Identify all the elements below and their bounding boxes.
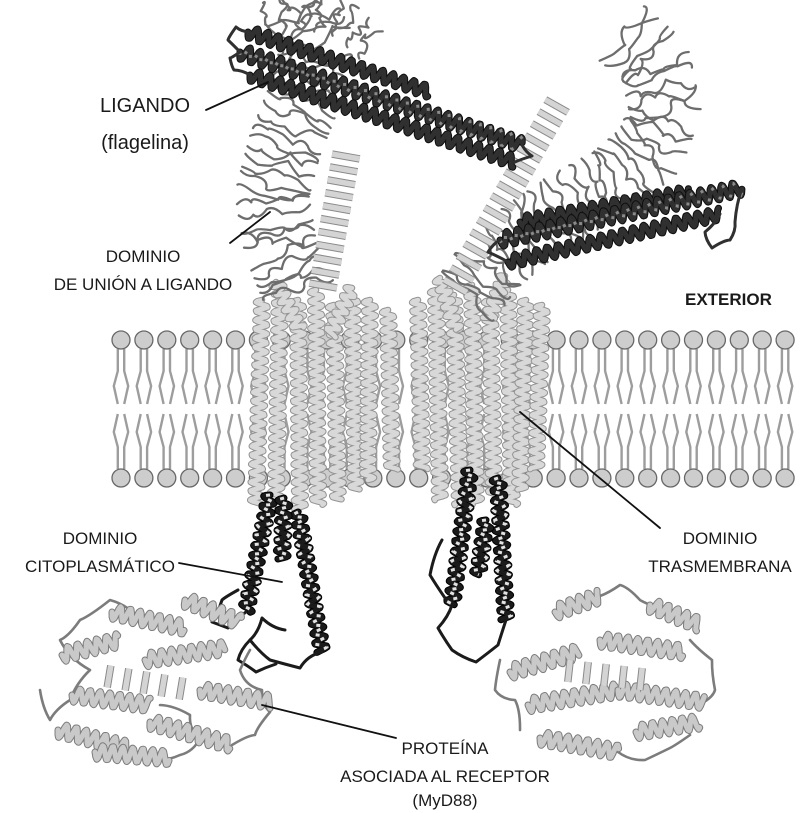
label-transmembrane-line1: DOMINIO [683,529,758,548]
lipid-head [639,469,657,487]
lipid-head [707,469,725,487]
label-ligand: LIGANDO [100,95,190,117]
lipid-head [685,469,703,487]
beta-strand [640,668,642,690]
label-cytoplasmic-line1: DOMINIO [63,529,138,548]
lipid-head [662,331,680,349]
lipid-head [227,331,245,349]
lipid-head [181,331,199,349]
lipid-head [753,331,771,349]
beta-strand [143,672,147,694]
lipid-head [410,469,428,487]
beta-strand [568,660,570,682]
helix [382,310,398,469]
label-adaptor-line1: PROTEÍNA [402,739,490,758]
label-transmembrane-line2: TRASMEMBRANA [648,557,792,576]
lipid-head [730,469,748,487]
lipid-head [158,469,176,487]
beta-strand [586,662,588,684]
lipid-head [135,469,153,487]
beta-strand [604,664,606,686]
lipid-head [181,469,199,487]
lipid-head [616,469,634,487]
lipid-head [570,469,588,487]
helix [270,292,286,500]
helix [362,300,376,480]
lipid-head [685,331,703,349]
label-adaptor-line2: ASOCIADA AL RECEPTOR [340,767,550,786]
lipid-head [639,331,657,349]
helix [310,290,324,505]
beta-strand [125,669,129,691]
lipid-head [593,331,611,349]
lipid-head [112,469,130,487]
lipid-head [776,331,794,349]
beta-strand [107,666,111,688]
beta-strand [179,678,183,700]
lipid-head [204,469,222,487]
label-binding-domain-line1: DOMINIO [106,247,181,266]
lipid-head [227,469,245,487]
label-cytoplasmic-line2: CITOPLASMÁTICO [25,557,175,576]
lipid-head [112,331,130,349]
lipid-head [158,331,176,349]
lipid-head [204,331,222,349]
lipid-head [616,331,634,349]
label-exterior: EXTERIOR [685,290,772,309]
lipid-head [707,331,725,349]
lipid-head [135,331,153,349]
label-adaptor-line3: (MyD88) [412,791,477,810]
label-ligand-name: (flagelina) [101,132,189,154]
lipid-head [730,331,748,349]
lipid-head [776,469,794,487]
lipid-head [753,469,771,487]
beta-strand [161,675,165,697]
lipid-head [547,469,565,487]
helix [412,300,428,469]
helix-ribbon [362,300,376,480]
lipid-head [662,469,680,487]
helix [276,498,289,559]
helix-ribbon [270,292,286,500]
lipid-head [570,331,588,349]
lipid-head [547,331,565,349]
beta-strand [622,666,624,688]
label-binding-domain-line2: DE UNIÓN A LIGANDO [54,275,233,294]
